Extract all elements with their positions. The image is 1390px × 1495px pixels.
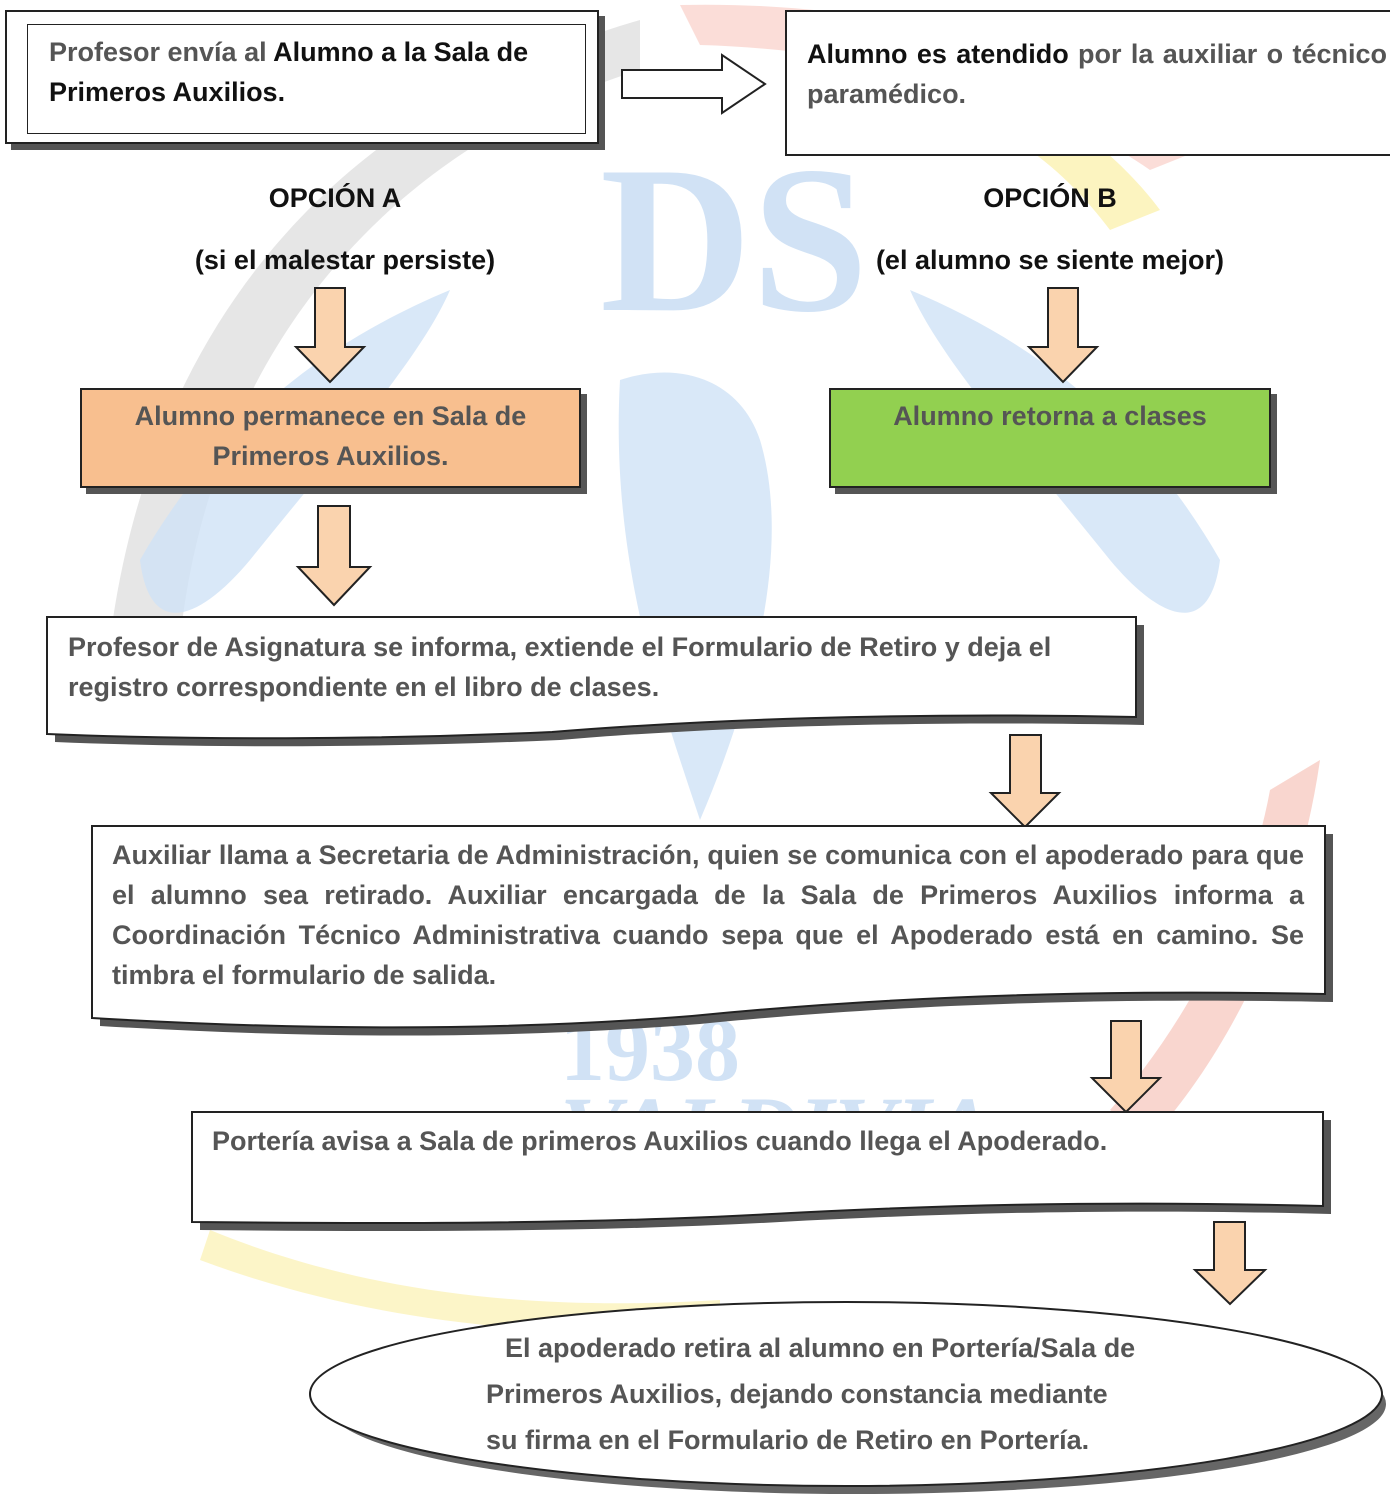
- watermark-yellow-arc-bottom: [200, 1230, 720, 1333]
- final-step-line1: El apoderado retira al alumno en Porterí…: [505, 1333, 1136, 1363]
- top-right-text: Alumno es atendido por la auxiliar o téc…: [807, 34, 1387, 114]
- watermark-initials: DS: [600, 124, 868, 356]
- final-step-line3: su firma en el Formulario de Retiro en P…: [486, 1425, 1090, 1455]
- step-porteria-text: Portería avisa a Sala de primeros Auxili…: [212, 1126, 1108, 1156]
- box-option-b: Alumno retorna a clases: [829, 388, 1271, 488]
- step-profesor-text: Profesor de Asignatura se informa, extie…: [68, 632, 1052, 702]
- down-arrow-to-final: [1192, 1221, 1268, 1306]
- top-left-text-part1: Profesor envía al: [49, 37, 274, 67]
- document-box-porteria: [191, 1111, 1324, 1225]
- top-left-text: Profesor envía al Alumno a la Sala de Pr…: [49, 32, 569, 112]
- option-a-title: OPCIÓN A: [268, 183, 402, 213]
- document-box-auxiliar: [91, 825, 1326, 1029]
- top-right-box: Alumno es atendido por la auxiliar o téc…: [785, 10, 1390, 156]
- down-arrow-to-porteria: [1089, 1020, 1163, 1114]
- option-a-condition: (si el malestar persiste): [194, 245, 496, 275]
- box-option-a: Alumno permanece en Sala de Primeros Aux…: [80, 388, 581, 488]
- right-arrow: [621, 53, 767, 115]
- step-auxiliar-text: Auxiliar llama a Secretaria de Administr…: [112, 840, 1304, 990]
- top-left-text-part2: Alumno a la Sala de Primeros Auxilios.: [49, 37, 529, 107]
- box-option-b-text: Alumno retorna a clases: [893, 401, 1207, 431]
- final-ellipse: [309, 1301, 1383, 1487]
- down-arrow-option-b: [1026, 287, 1100, 384]
- option-b-title: OPCIÓN B: [983, 183, 1117, 213]
- final-step-text: El apoderado retira al alumno en Porterí…: [470, 1325, 1230, 1463]
- top-left-box: Profesor envía al Alumno a la Sala de Pr…: [5, 10, 599, 144]
- box-option-a-text: Alumno permanece en Sala de Primeros Aux…: [134, 401, 527, 471]
- top-right-text-part1: Alumno es atendido: [807, 39, 1069, 69]
- down-arrow-option-a: [293, 287, 367, 384]
- document-box-profesor: [46, 616, 1137, 740]
- option-b-condition: (el alumno se siente mejor): [875, 245, 1225, 275]
- top-right-text-part2: por la auxiliar o técnico paramédico.: [807, 39, 1387, 109]
- down-arrow-to-auxiliar: [988, 734, 1062, 829]
- down-arrow-to-profesor: [295, 505, 373, 607]
- final-step-line2: Primeros Auxilios, dejando constancia me…: [486, 1379, 1108, 1409]
- top-left-inner-border: [27, 24, 586, 134]
